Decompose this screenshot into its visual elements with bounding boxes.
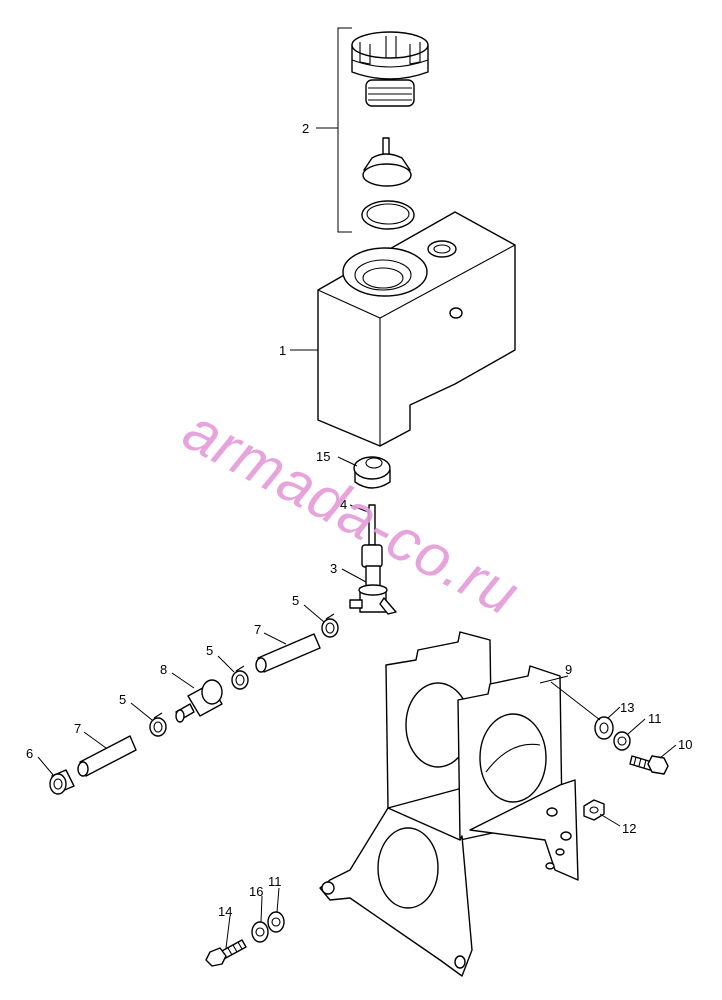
callout-11-left: 11 (268, 874, 282, 889)
callout-3: 3 (330, 561, 337, 576)
callout-13: 13 (620, 700, 634, 715)
valve-icon (362, 137, 412, 187)
callout-6: 6 (26, 746, 33, 761)
part-11-lock-washer-left (267, 911, 285, 933)
part-13-washer (594, 716, 614, 740)
part-3-fitting (349, 565, 397, 615)
callout-16: 16 (249, 884, 263, 899)
callout-labels: 1 2 15 4 3 5 7 5 8 5 7 6 9 13 11 10 12 1… (26, 121, 692, 919)
callout-11-right: 11 (648, 711, 662, 726)
callout-8: 8 (160, 662, 167, 677)
callout-4: 4 (340, 497, 347, 512)
part-6-end-clamp (49, 769, 75, 795)
callout-15: 15 (316, 449, 330, 464)
callout-10: 10 (678, 737, 692, 752)
part-5-clamp-upper (321, 613, 339, 638)
callout-1: 1 (279, 343, 286, 358)
part-5-clamp-middle (231, 665, 249, 690)
callout-2: 2 (302, 121, 309, 136)
callout-9: 9 (565, 662, 572, 677)
part-12-nut (583, 799, 605, 821)
cap-icon (351, 31, 429, 107)
part-5-clamp-lower (149, 712, 167, 737)
part-1-reservoir-tank (317, 211, 516, 447)
callout-7-lower: 7 (74, 721, 81, 736)
part-7-hose-lower (77, 735, 137, 777)
part-15-grommet (353, 456, 391, 489)
part-7-hose-upper (255, 633, 321, 673)
leader-lines (37, 349, 677, 949)
part-4-tube (361, 504, 383, 568)
callout-12: 12 (622, 821, 636, 836)
callout-14: 14 (218, 904, 232, 919)
part-8-inline-filter (175, 679, 223, 723)
callout-5-upper: 5 (292, 593, 299, 608)
part-10-bolt (629, 755, 669, 775)
part-9-mounting-bracket (319, 631, 579, 977)
callout-7-upper: 7 (254, 622, 261, 637)
callout-5-middle: 5 (206, 643, 213, 658)
part-11-lock-washer-right (613, 731, 631, 751)
o-ring-icon (361, 200, 415, 230)
part-2-cap-assembly (316, 27, 429, 233)
callout-5-lower: 5 (119, 692, 126, 707)
part-16-washer (251, 921, 269, 943)
part-14-bolt (205, 939, 247, 967)
